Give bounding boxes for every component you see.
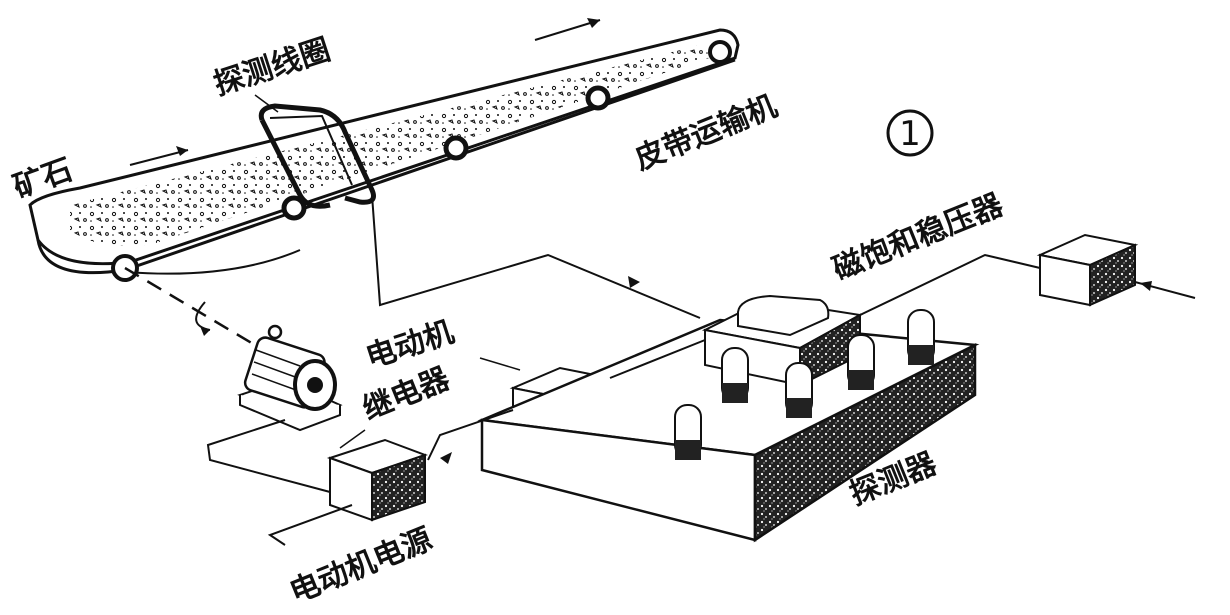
power-supply-wire [267,504,353,546]
label-motor: 电动机 [362,315,458,376]
vacuum-tube [907,309,935,365]
stabilizer-wire [859,253,1041,316]
detector-unit [477,294,980,543]
ore-layer [70,45,718,246]
motor-power-box [326,429,428,522]
vacuum-tube [674,404,702,460]
svg-text:1: 1 [899,114,921,154]
detector-to-relay-wire [609,339,706,379]
wiring [206,194,1196,546]
idler-roller [443,135,469,161]
relay-to-power-wire [427,409,514,461]
belt-direction-arrow [129,146,189,166]
vacuum-tube [847,334,875,390]
voltage-stabilizer [1036,233,1139,307]
transformer [701,294,864,387]
belt-direction-arrow [534,18,601,41]
electric-motor [124,266,343,432]
motor-lifting-eye [267,324,283,340]
motor-to-power-wire [206,419,331,493]
label-conveyor: 皮带运输机 [630,89,782,178]
coil-to-detector-wire [371,194,701,319]
rotation-arrow-icon [195,301,211,331]
figure-number: 1 [886,109,934,157]
idler-roller [585,85,611,111]
vacuum-tube [721,347,749,403]
detection-coil [254,94,376,209]
coil-lead-line [254,94,279,113]
label-coil: 探测线圈 [210,32,335,102]
transmission-link [124,266,256,347]
idler-roller [281,195,307,221]
label-stabilizer: 磁饱和稳压器 [828,187,1009,287]
relay-lead-line [479,357,521,371]
label-motor-power: 电动机电源 [285,522,437,611]
head-pulley [708,40,732,64]
vacuum-tube [785,362,813,418]
